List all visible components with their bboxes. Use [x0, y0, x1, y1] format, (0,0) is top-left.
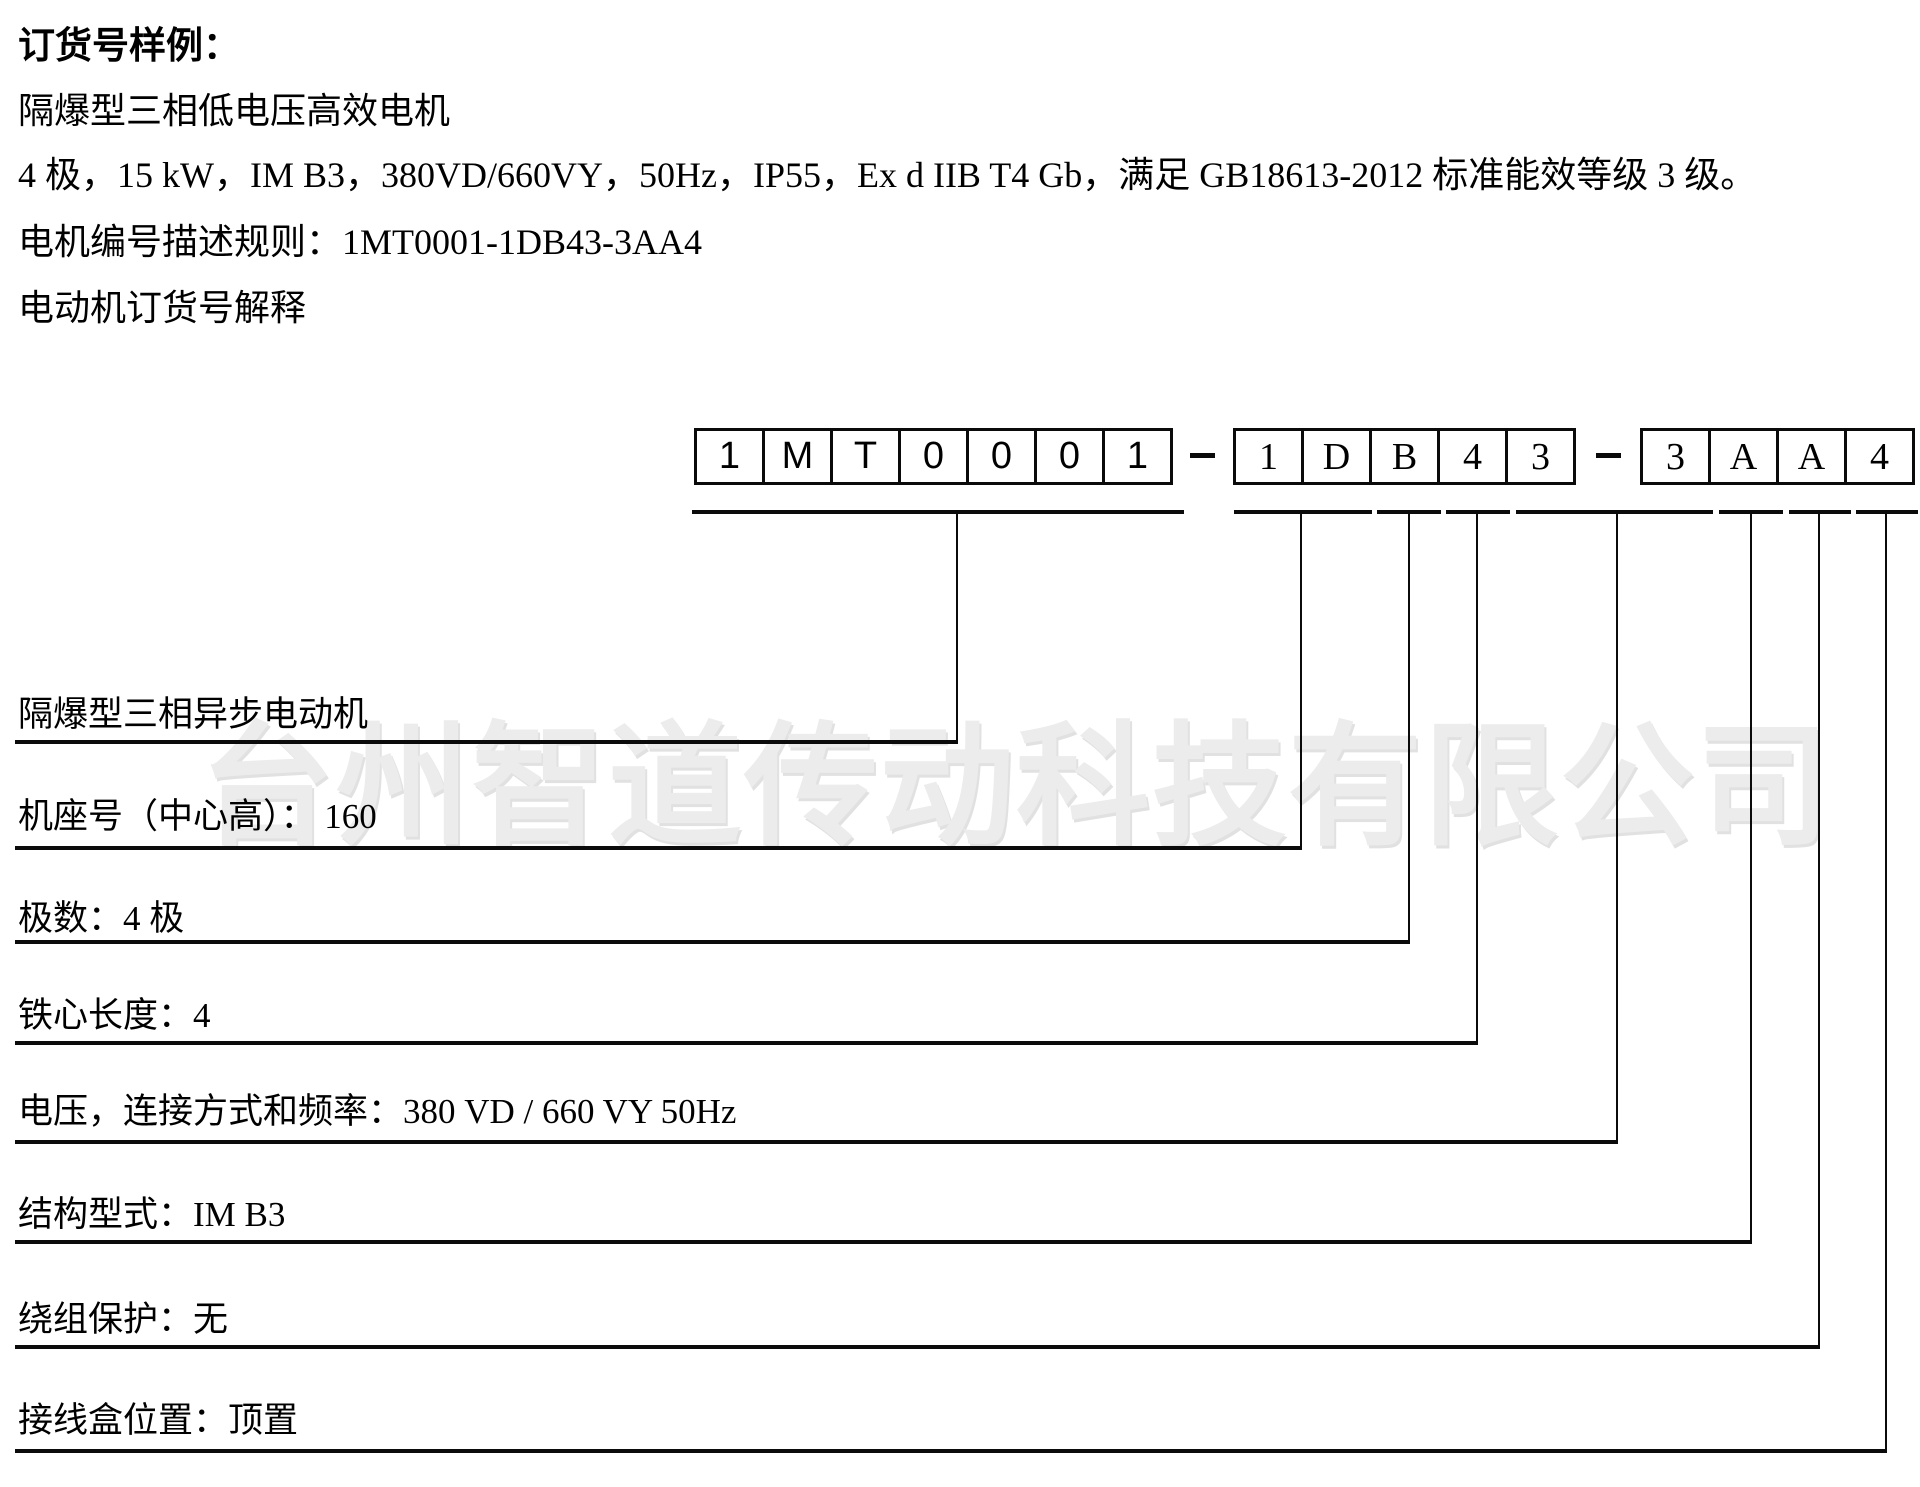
legend-rule: [15, 940, 1410, 944]
code-group-3: 3 A A 4: [1640, 428, 1915, 485]
connector-line: [1616, 510, 1618, 1144]
code-cell: T: [830, 428, 901, 485]
code-separator-dash: [1596, 453, 1621, 458]
legend-label-frame-size: 机座号（中心高）： 160: [18, 797, 377, 836]
underline-segment: [1446, 510, 1510, 514]
explanation-line: 电动机订货号解释: [18, 288, 307, 328]
underline-segment: [1234, 510, 1372, 514]
legend-label-voltage: 电压，连接方式和频率：380 VD / 660 VY 50Hz: [18, 1092, 737, 1131]
legend-label-core-length: 铁心长度：4: [18, 996, 211, 1035]
code-cell: 4: [1437, 428, 1508, 485]
connector-line: [1408, 510, 1410, 944]
code-cell: M: [762, 428, 833, 485]
code-cell: 0: [898, 428, 969, 485]
code-cell: 3: [1640, 428, 1711, 485]
legend-label-motor-type: 隔爆型三相异步电动机: [18, 695, 369, 734]
legend-rule: [15, 846, 1302, 850]
code-separator-dash: [1190, 453, 1215, 458]
motor-type-line: 隔爆型三相低电压高效电机: [18, 91, 451, 131]
code-group-1: 1 M T 0 0 0 1: [694, 428, 1173, 485]
underline-segment: [1789, 510, 1851, 514]
connector-line: [1885, 510, 1887, 1453]
legend-rule: [15, 740, 958, 744]
code-cell: 1: [1233, 428, 1304, 485]
legend-rule: [15, 1240, 1752, 1244]
legend-label-winding-protection: 绕组保护：无: [18, 1300, 229, 1339]
underline-segment: [1856, 510, 1918, 514]
code-cell: B: [1369, 428, 1440, 485]
spec-line: 4 极，15 kW，IM B3，380VD/660VY，50Hz，IP55，Ex…: [18, 155, 1757, 195]
numbering-rule-line: 电机编号描述规则：1MT0001-1DB43-3AA4: [18, 222, 702, 262]
legend-label-mounting-type: 结构型式：IM B3: [18, 1195, 286, 1234]
legend-rule: [15, 1140, 1618, 1144]
code-cell: 4: [1844, 428, 1915, 485]
connector-line: [956, 510, 958, 744]
legend-rule: [15, 1449, 1887, 1453]
code-cell: 3: [1505, 428, 1576, 485]
code-cell: D: [1301, 428, 1372, 485]
underline-segment: [692, 510, 1184, 514]
connector-line: [1300, 510, 1302, 850]
underline-segment: [1516, 510, 1713, 514]
code-cell: A: [1776, 428, 1847, 485]
code-cell: 0: [966, 428, 1037, 485]
connector-line: [1750, 510, 1752, 1244]
code-cell: A: [1708, 428, 1779, 485]
legend-label-terminal-box-position: 接线盒位置：顶置: [18, 1401, 299, 1440]
connector-line: [1476, 510, 1478, 1045]
legend-rule: [15, 1041, 1478, 1045]
company-watermark: 台州智道传动科技有限公司: [200, 709, 1833, 865]
legend-rule: [15, 1345, 1820, 1349]
code-cell: 1: [1102, 428, 1173, 485]
connector-line: [1818, 510, 1820, 1349]
code-cell: 0: [1034, 428, 1105, 485]
code-group-2: 1 D B 4 3: [1233, 428, 1576, 485]
page-title: 订货号样例：: [18, 25, 240, 66]
code-cell: 1: [694, 428, 765, 485]
legend-label-pole-number: 极数：4 极: [18, 899, 185, 938]
